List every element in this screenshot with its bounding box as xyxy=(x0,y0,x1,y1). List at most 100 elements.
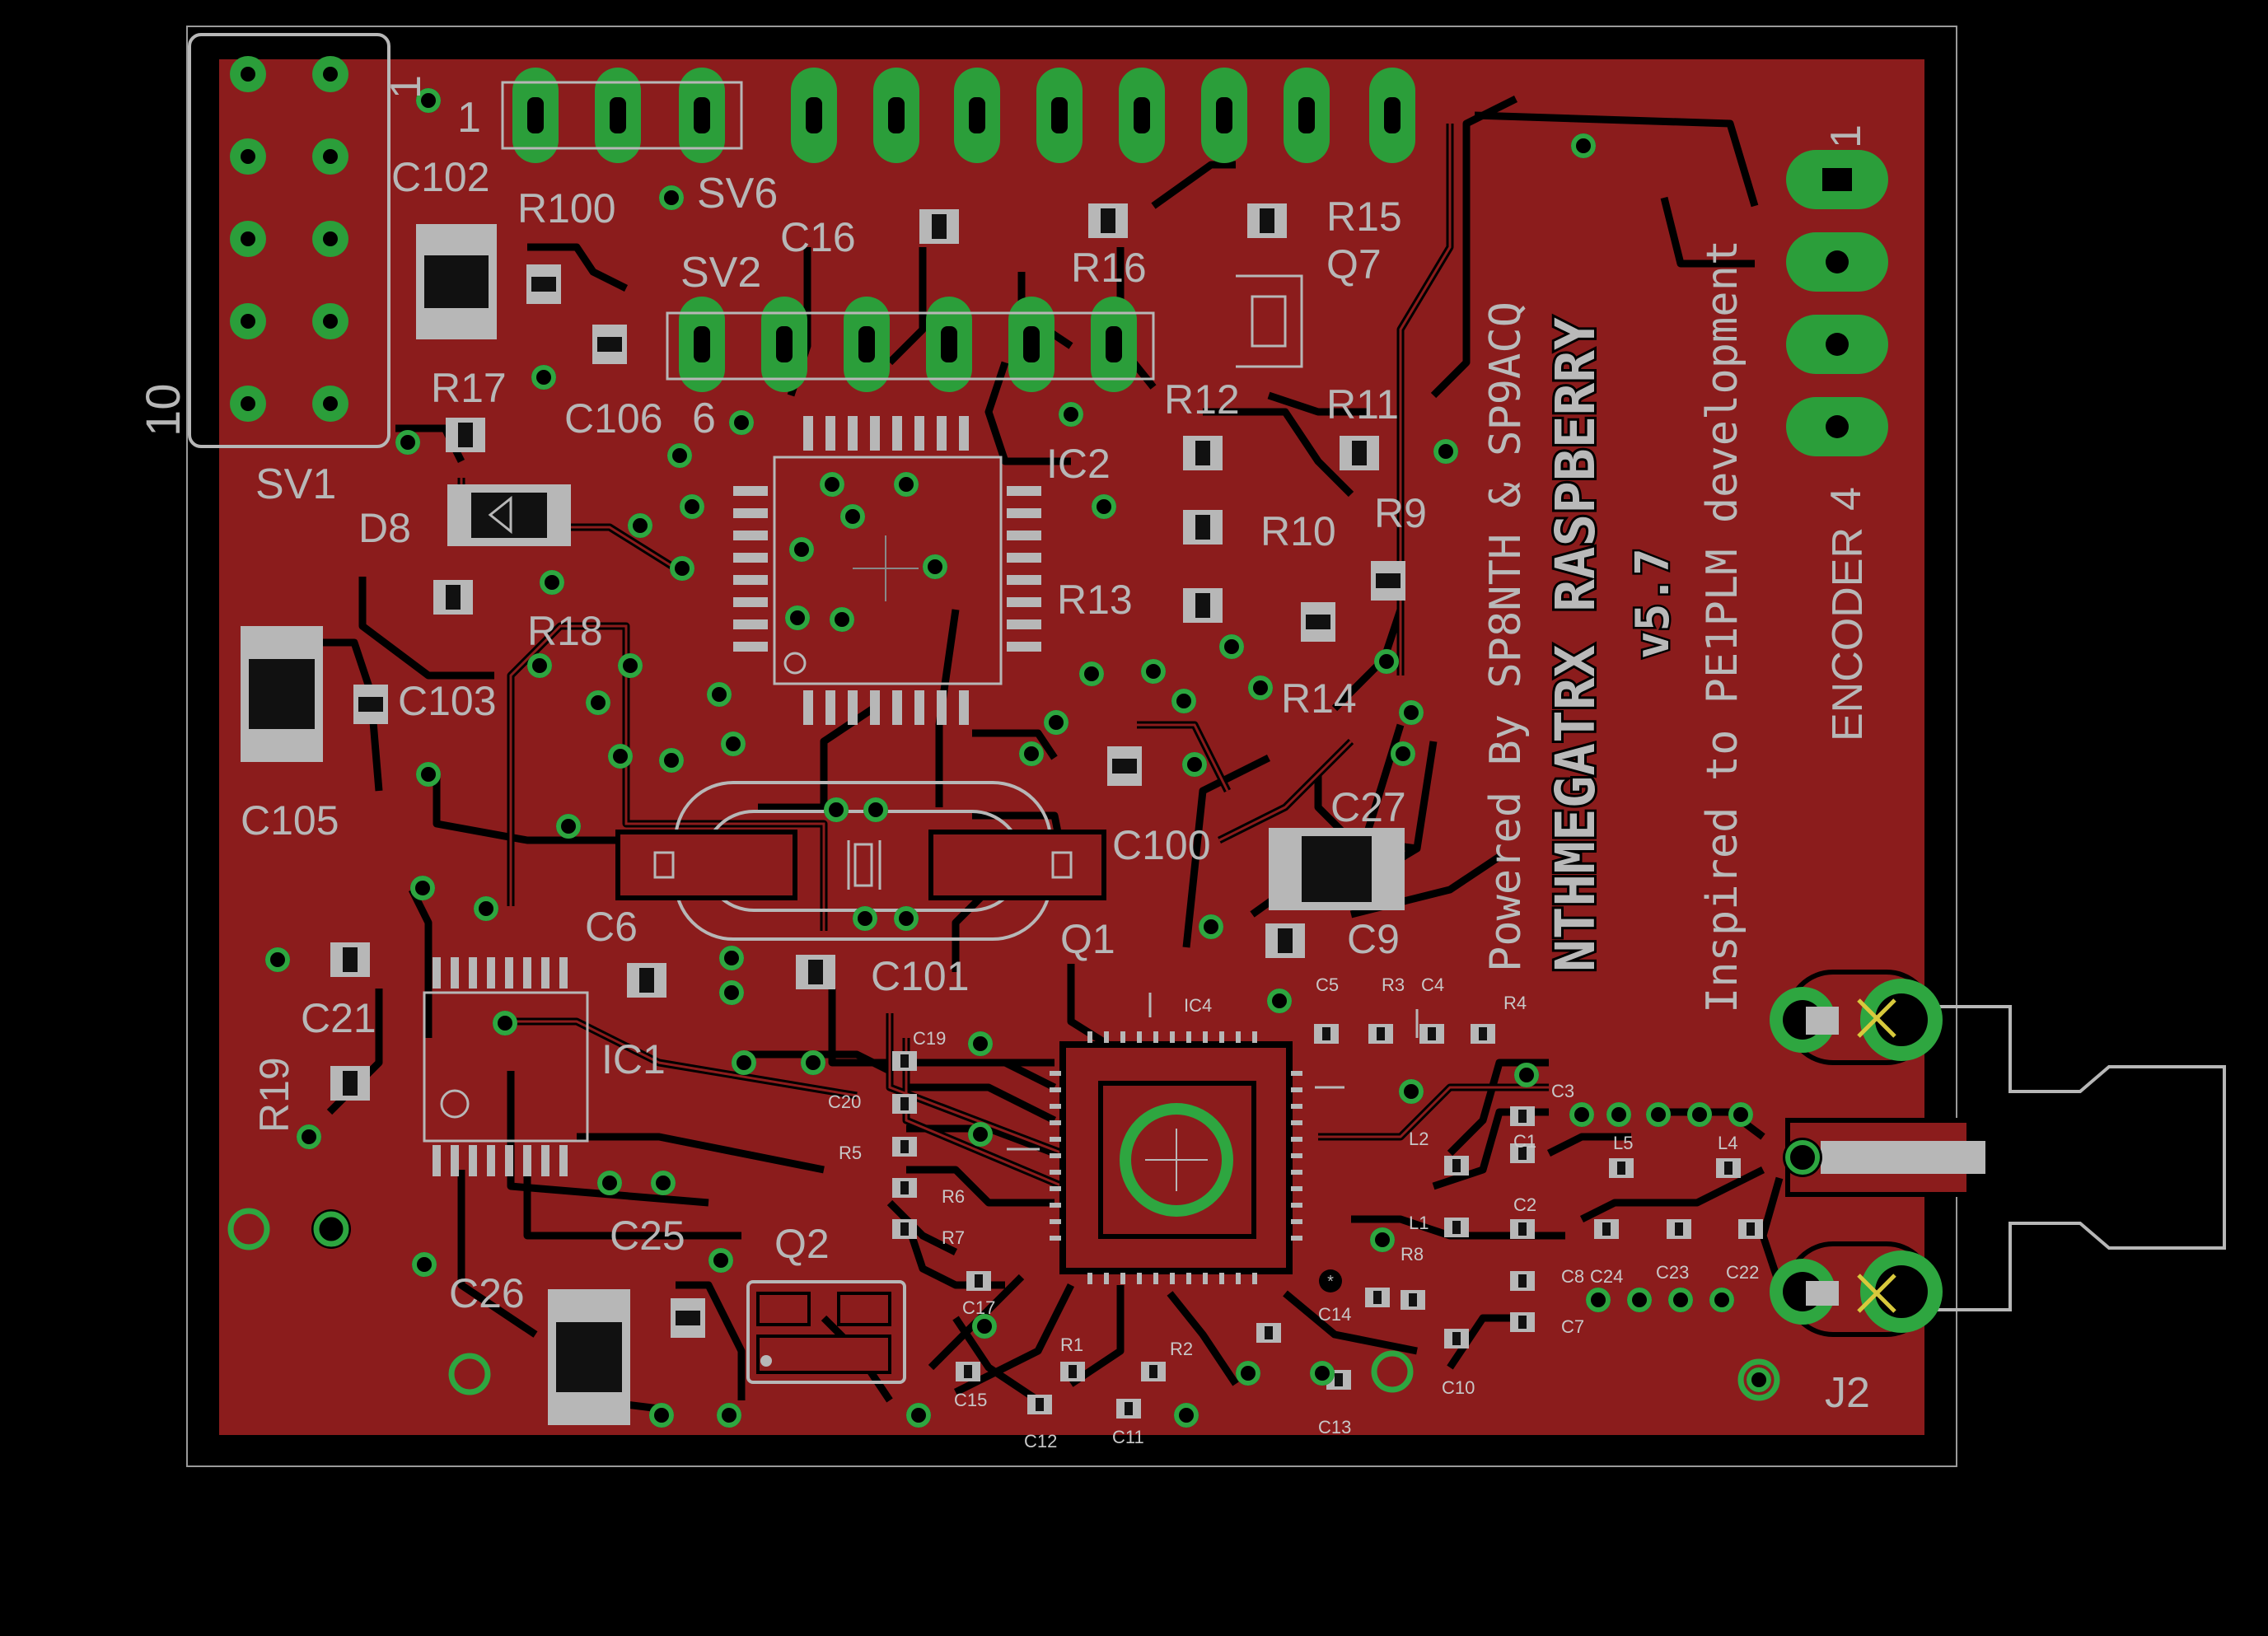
sv6-outline xyxy=(501,81,743,150)
encoder-pin4-label: 4 xyxy=(1822,487,1870,511)
sv2-outline xyxy=(666,311,1155,381)
label-ic2: IC2 xyxy=(1046,441,1111,487)
ic4-silk-marks xyxy=(1007,993,1419,1151)
label-c1: C1 xyxy=(1513,1131,1536,1152)
label-r16: R16 xyxy=(1071,245,1147,291)
header-labels: SV1 10 1 SV6 1 SV2 6 ENCODER 1 4 J2 xyxy=(137,75,1872,1417)
diode-d8 xyxy=(447,484,571,546)
ic2-package xyxy=(733,416,1041,725)
label-c21: C21 xyxy=(301,995,376,1041)
label-l4: L4 xyxy=(1718,1133,1737,1153)
label-r3: R3 xyxy=(1382,975,1405,995)
label-d8: D8 xyxy=(358,505,411,551)
label-c22: C22 xyxy=(1726,1262,1759,1283)
label-c6: C6 xyxy=(585,904,638,950)
label-c11: C11 xyxy=(1112,1427,1144,1447)
label-r10: R10 xyxy=(1260,508,1336,554)
brand-title: NTHMEGATRX RASPBERRY xyxy=(1544,317,1607,972)
sv6-pin1-label: 1 xyxy=(457,94,481,142)
label-r11: R11 xyxy=(1326,381,1399,428)
branding: NTHMEGATRX RASPBERRY v5.7 Powered By SP8… xyxy=(1481,240,1747,1013)
label-r18: R18 xyxy=(527,608,603,654)
label-c14: C14 xyxy=(1318,1304,1351,1325)
crystal-q1 xyxy=(615,781,1106,941)
label-c3: C3 xyxy=(1551,1081,1574,1101)
brand-credit: Powered By SP8NTH & SP9ACQ xyxy=(1481,301,1531,972)
component-labels-small: IC4 C5 R3 C4 R4 C19 C20 R5 R6 R7 C17 C15… xyxy=(828,975,1759,1451)
label-c24: C24 xyxy=(1590,1266,1623,1287)
brand-inspired: Inspired to PE1PLM development xyxy=(1698,240,1747,1013)
encoder-pins xyxy=(1786,150,1888,456)
label-c19: C19 xyxy=(913,1028,946,1049)
ic4-package xyxy=(1050,1031,1302,1284)
label-r8: R8 xyxy=(1401,1244,1424,1264)
component-labels-large: C102 R100 C16 R16 R15 Q7 R17 C106 R12 R1… xyxy=(241,154,1427,1316)
label-q7: Q7 xyxy=(1326,241,1382,287)
label-r14: R14 xyxy=(1281,675,1357,722)
label-r7: R7 xyxy=(942,1227,965,1248)
label-r9: R9 xyxy=(1374,490,1427,536)
label-c27: C27 xyxy=(1330,784,1406,830)
label-r2: R2 xyxy=(1170,1339,1193,1359)
label-c23: C23 xyxy=(1656,1262,1689,1283)
encoder-pin1-label: 1 xyxy=(1822,124,1870,148)
q7-package xyxy=(1236,274,1303,368)
label-c10: C10 xyxy=(1442,1377,1475,1398)
vias: * xyxy=(227,88,1780,1428)
label-r19: R19 xyxy=(251,1057,297,1133)
label-r4: R4 xyxy=(1503,993,1527,1013)
label-q1: Q1 xyxy=(1060,916,1115,962)
label-c16: C16 xyxy=(780,214,856,260)
label-r1: R1 xyxy=(1060,1335,1083,1355)
sv2-label: SV2 xyxy=(680,249,761,297)
board-outline xyxy=(186,26,1957,1467)
label-c12: C12 xyxy=(1024,1431,1057,1451)
sv1-label: SV1 xyxy=(255,460,336,508)
sv2-pin-label: 6 xyxy=(692,395,716,442)
sv1-pin-label: 10 xyxy=(137,383,190,437)
label-r17: R17 xyxy=(431,365,507,411)
encoder-label: ENCODER xyxy=(1824,527,1872,741)
q2-package xyxy=(746,1280,906,1384)
label-c2: C2 xyxy=(1513,1194,1536,1215)
label-c101: C101 xyxy=(871,953,970,999)
label-r6: R6 xyxy=(942,1186,965,1207)
brand-version: v5.7 xyxy=(1626,548,1680,659)
label-c7: C7 xyxy=(1561,1316,1584,1337)
label-l1: L1 xyxy=(1409,1213,1429,1233)
label-c9: C9 xyxy=(1347,916,1400,962)
label-ic4: IC4 xyxy=(1184,995,1212,1016)
label-c13: C13 xyxy=(1318,1417,1351,1437)
label-r13: R13 xyxy=(1057,577,1133,623)
label-c105: C105 xyxy=(241,797,339,844)
label-c100: C100 xyxy=(1112,822,1211,868)
label-c106: C106 xyxy=(564,395,663,442)
label-c17: C17 xyxy=(962,1297,995,1318)
j2-label: J2 xyxy=(1825,1369,1870,1417)
label-c102: C102 xyxy=(391,154,490,200)
sv1-pin1-label: 1 xyxy=(382,75,430,99)
label-c4: C4 xyxy=(1421,975,1444,995)
copper-traces xyxy=(460,124,1549,1188)
sv6-label: SV6 xyxy=(697,170,778,217)
label-c26: C26 xyxy=(449,1270,525,1316)
label-q2: Q2 xyxy=(774,1221,830,1267)
label-c5: C5 xyxy=(1316,975,1339,995)
j2-sma xyxy=(1770,970,2226,1337)
label-r12: R12 xyxy=(1164,376,1240,423)
label-l2: L2 xyxy=(1409,1129,1429,1149)
label-ic1: IC1 xyxy=(601,1036,666,1082)
svg-text:*: * xyxy=(1327,1273,1334,1291)
label-r15: R15 xyxy=(1326,194,1402,240)
label-c20: C20 xyxy=(828,1091,861,1112)
label-c103: C103 xyxy=(398,678,497,724)
sv1-outline xyxy=(188,33,390,448)
label-r5: R5 xyxy=(839,1143,862,1163)
label-l5: L5 xyxy=(1613,1133,1633,1153)
label-c15: C15 xyxy=(954,1390,987,1410)
label-c8: C8 xyxy=(1561,1266,1584,1287)
label-r100: R100 xyxy=(517,185,616,231)
ic1-package xyxy=(423,957,589,1176)
label-c25: C25 xyxy=(610,1213,685,1259)
